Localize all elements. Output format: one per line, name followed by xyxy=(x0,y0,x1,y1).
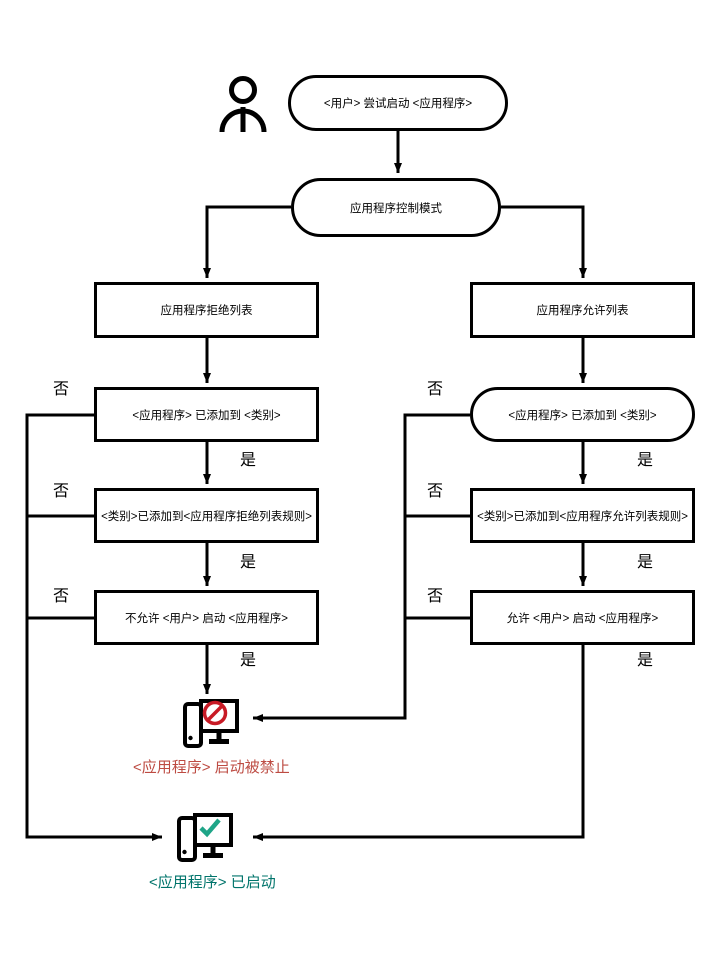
branch-label-no: 否 xyxy=(52,588,69,605)
line-deny-no-collector-to-started xyxy=(25,413,162,841)
node-user-starts-application: <用户> 尝试启动 <应用程序> xyxy=(288,75,508,131)
node-deny-category-added-to-rules: <类别>已添加到<应用程序拒绝列表规则> xyxy=(94,488,319,543)
arrow-control-to-allowlist xyxy=(501,205,587,278)
check-icon xyxy=(199,818,221,838)
node-user-allowed-to-start: 允许 <用户> 启动 <应用程序> xyxy=(470,590,695,645)
branch-label-no: 否 xyxy=(52,381,69,398)
line-allow-yes-to-started xyxy=(253,645,585,841)
branch-label-yes: 是 xyxy=(239,652,256,669)
node-allow-app-added-to-category: <应用程序> 已添加到 <类别> xyxy=(470,387,695,442)
branch-label-no: 否 xyxy=(426,483,443,500)
branch-label-yes: 是 xyxy=(636,554,653,571)
node-allow-category-added-to-rules: <类别>已添加到<应用程序允许列表规则> xyxy=(470,488,695,543)
branch-label-yes: 是 xyxy=(239,554,256,571)
computer-blocked-icon xyxy=(182,698,242,750)
started-caption: <应用程序> 已启动 xyxy=(149,874,276,891)
node-user-not-allowed-to-start: 不允许 <用户> 启动 <应用程序> xyxy=(94,590,319,645)
branch-label-no: 否 xyxy=(52,483,69,500)
branch-label-yes: 是 xyxy=(636,652,653,669)
branch-label-no: 否 xyxy=(426,588,443,605)
node-application-control-mode: 应用程序控制模式 xyxy=(291,178,501,237)
branch-label-yes: 是 xyxy=(636,452,653,469)
node-application-denylist: 应用程序拒绝列表 xyxy=(94,282,319,338)
arrow-control-to-denylist xyxy=(203,205,291,278)
user-icon xyxy=(219,75,267,133)
branch-label-no: 否 xyxy=(426,381,443,398)
prohibit-icon xyxy=(202,700,228,726)
blocked-caption: <应用程序> 启动被禁止 xyxy=(133,759,290,776)
computer-started-icon xyxy=(176,812,236,864)
node-application-allowlist: 应用程序允许列表 xyxy=(470,282,695,338)
node-deny-app-added-to-category: <应用程序> 已添加到 <类别> xyxy=(94,387,319,442)
line-allow-no-collector-to-blocked xyxy=(253,413,470,722)
branch-label-yes: 是 xyxy=(239,452,256,469)
